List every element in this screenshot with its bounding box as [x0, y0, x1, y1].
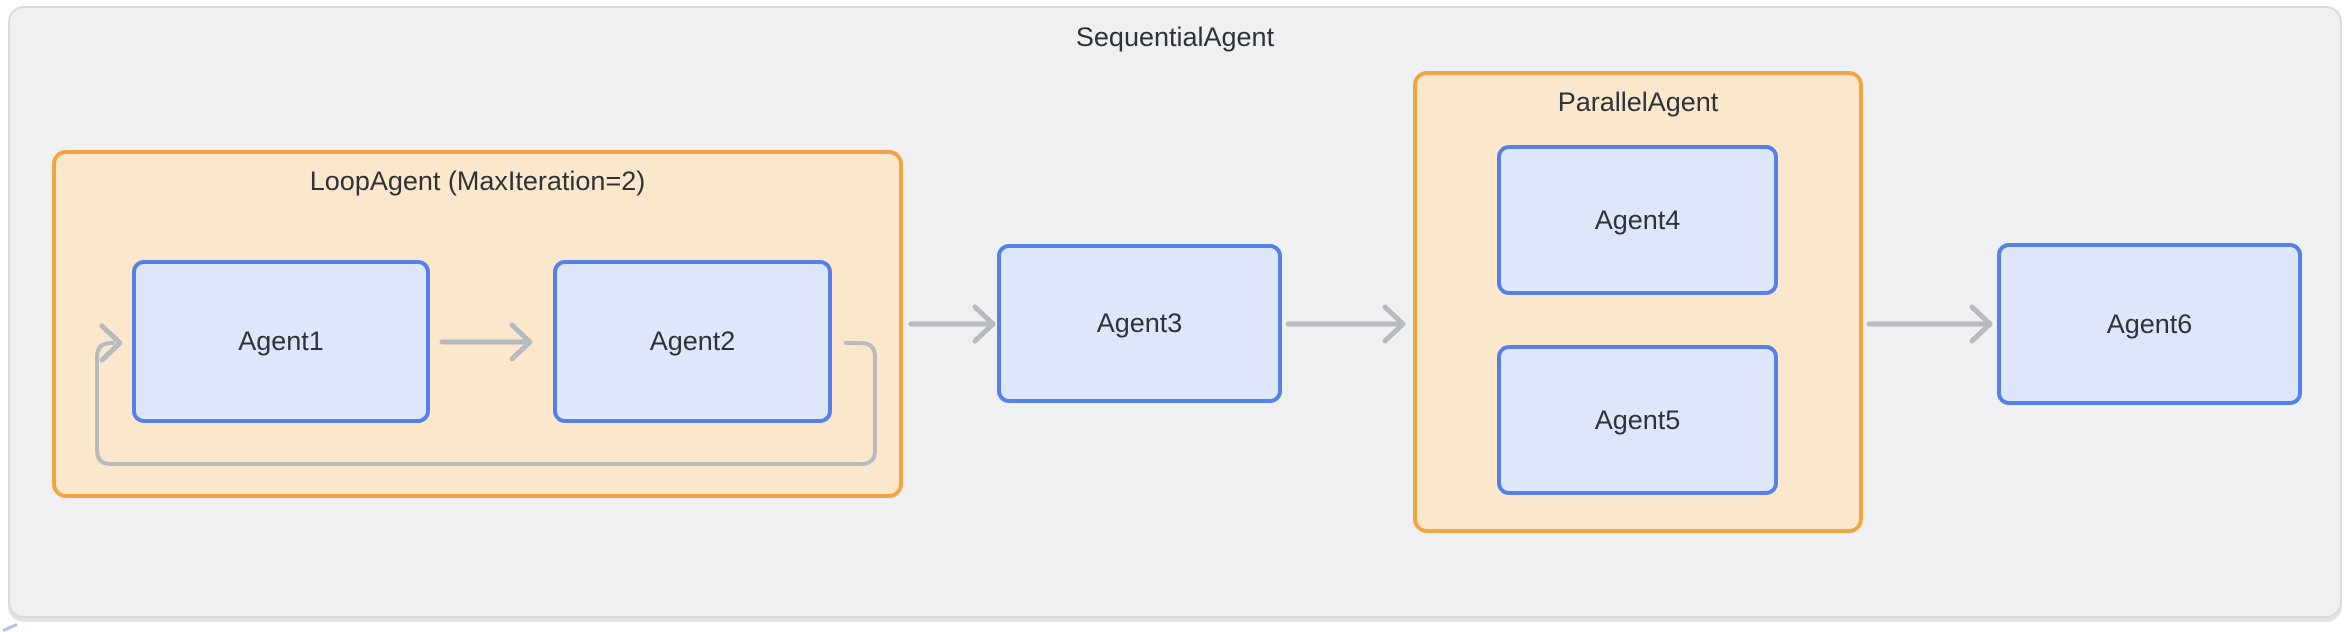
stray-mark — [2, 622, 18, 632]
node-agent2: Agent2 — [553, 260, 832, 423]
loop-agent-title: LoopAgent (MaxIteration=2) — [309, 166, 646, 196]
parallel-agent-group: ParallelAgent Agent4 Agent5 — [1413, 71, 1863, 533]
node-agent1: Agent1 — [132, 260, 430, 423]
parallel-agent-title: ParallelAgent — [1557, 87, 1719, 117]
node-agent6: Agent6 — [1997, 243, 2302, 405]
loop-agent-group: LoopAgent (MaxIteration=2) Agent1 Agent2 — [52, 150, 903, 498]
sequential-agent-title: SequentialAgent — [1075, 22, 1275, 52]
node-agent5: Agent5 — [1497, 345, 1778, 495]
node-agent3: Agent3 — [997, 244, 1282, 403]
node-agent4: Agent4 — [1497, 145, 1778, 295]
